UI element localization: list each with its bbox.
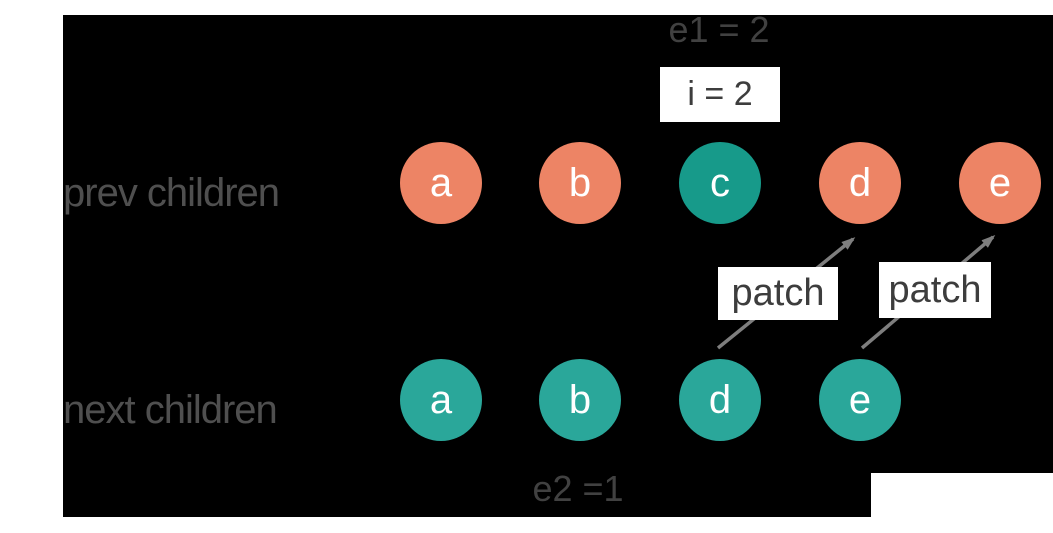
next-children-label: next children: [63, 388, 278, 432]
e2-counter-label: e2 =1: [532, 468, 624, 509]
prev-children-label: prev children: [63, 171, 280, 215]
e1-counter-label: e1 = 2: [668, 9, 770, 50]
index-marker-label: i = 2: [687, 75, 753, 113]
index-marker-box: i = 2: [660, 67, 780, 122]
prev-node-b: b: [539, 142, 621, 224]
next-node-a: a: [400, 359, 482, 441]
patch-annotation-d-label: patch: [731, 272, 825, 314]
prev-node-e: e: [959, 142, 1041, 224]
prev-node-a: a: [400, 142, 482, 224]
prev-node-d: d: [819, 142, 901, 224]
patch-annotation-e-label: patch: [888, 268, 982, 311]
patch-annotation-e: patch: [879, 262, 991, 318]
bottom-right-white-notch: [871, 473, 1053, 533]
next-node-d: d: [679, 359, 761, 441]
next-node-b: b: [539, 359, 621, 441]
prev-node-c: c: [679, 142, 761, 224]
patch-annotation-d: patch: [718, 267, 838, 320]
next-node-e: e: [819, 359, 901, 441]
